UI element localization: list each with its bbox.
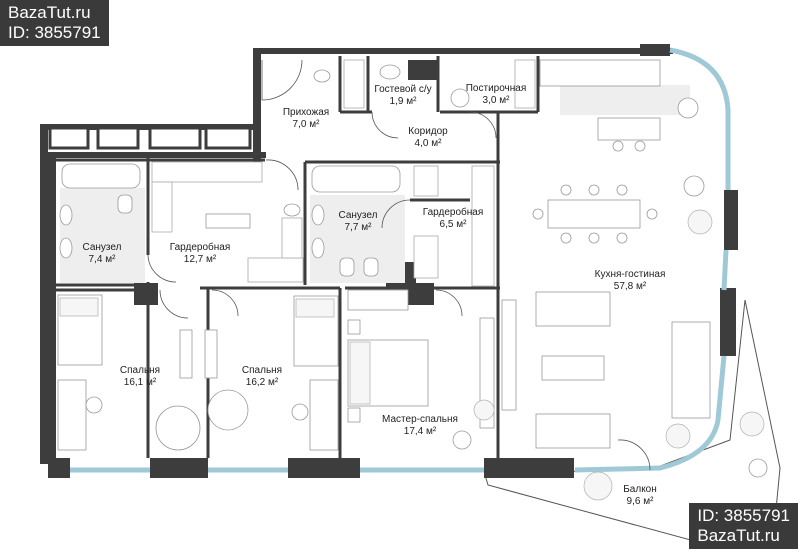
wardrobes: [151, 59, 536, 287]
room-name-kitchen: Кухня-гостиная: [595, 269, 666, 280]
room-name-guest-wc: Гостевой с/у: [374, 84, 431, 95]
room-labels: Прихожая 7,0 м² Гостевой с/у 1,9 м² Пост…: [83, 83, 666, 507]
room-name-wardrobe2: Гардеробная: [423, 206, 484, 218]
room-area-master: 17,4 м²: [404, 426, 437, 437]
sanitary-fixtures: [59, 64, 470, 277]
room-name-master: Мастер-спальня: [382, 414, 458, 425]
room-name-bath2: Санузел: [339, 210, 378, 221]
room-area-kitchen: 57,8 м²: [614, 281, 647, 292]
kitchen-living-furniture: [473, 59, 768, 501]
room-area-bedroom1: 16,1 м²: [124, 377, 157, 388]
interior-walls: [56, 56, 540, 458]
watermark-bottom: ID: 3855791 BazaTut.ru: [689, 503, 798, 549]
doors: [147, 59, 651, 471]
watermark-top-id: ID: 3855791: [8, 23, 101, 42]
room-name-balcony: Балкон: [623, 484, 657, 495]
watermark-top: BazaTut.ru ID: 3855791: [0, 0, 109, 46]
windows: [48, 126, 252, 150]
room-name-bedroom1: Спальня: [120, 365, 160, 376]
watermark-top-site: BazaTut.ru: [8, 3, 91, 22]
room-area-bath2: 7,7 м²: [345, 222, 373, 233]
bathtubs: [61, 163, 401, 193]
room-name-hall: Прихожая: [283, 107, 329, 118]
bedroom-furniture: [57, 289, 517, 451]
room-area-balcony: 9,6 м²: [627, 496, 655, 507]
watermark-bottom-site: BazaTut.ru: [697, 526, 780, 545]
room-area-bath1: 7,4 м²: [89, 254, 117, 265]
room-name-bedroom2: Спальня: [242, 365, 282, 376]
glass-facade: [70, 47, 731, 473]
room-area-wardrobe2: 6,5 м²: [440, 219, 468, 230]
balcony-floor: [484, 299, 781, 549]
room-area-hall: 7,0 м²: [293, 119, 321, 130]
room-name-bath1: Санузел: [83, 242, 122, 253]
room-name-wardrobe1: Гардеробная: [170, 241, 231, 253]
room-area-bedroom2: 16,2 м²: [246, 377, 279, 388]
room-name-corridor: Коридор: [408, 126, 448, 137]
outer-walls: [40, 44, 738, 478]
watermark-bottom-id: ID: 3855791: [697, 506, 790, 525]
room-area-wardrobe1: 12,7 м²: [184, 254, 217, 265]
room-area-laundry: 3,0 м²: [483, 95, 511, 106]
room-name-laundry: Постирочная: [466, 83, 527, 94]
ottoman: [205, 213, 251, 229]
room-area-guest-wc: 1,9 м²: [390, 96, 418, 107]
room-area-corridor: 4,0 м²: [415, 138, 443, 149]
